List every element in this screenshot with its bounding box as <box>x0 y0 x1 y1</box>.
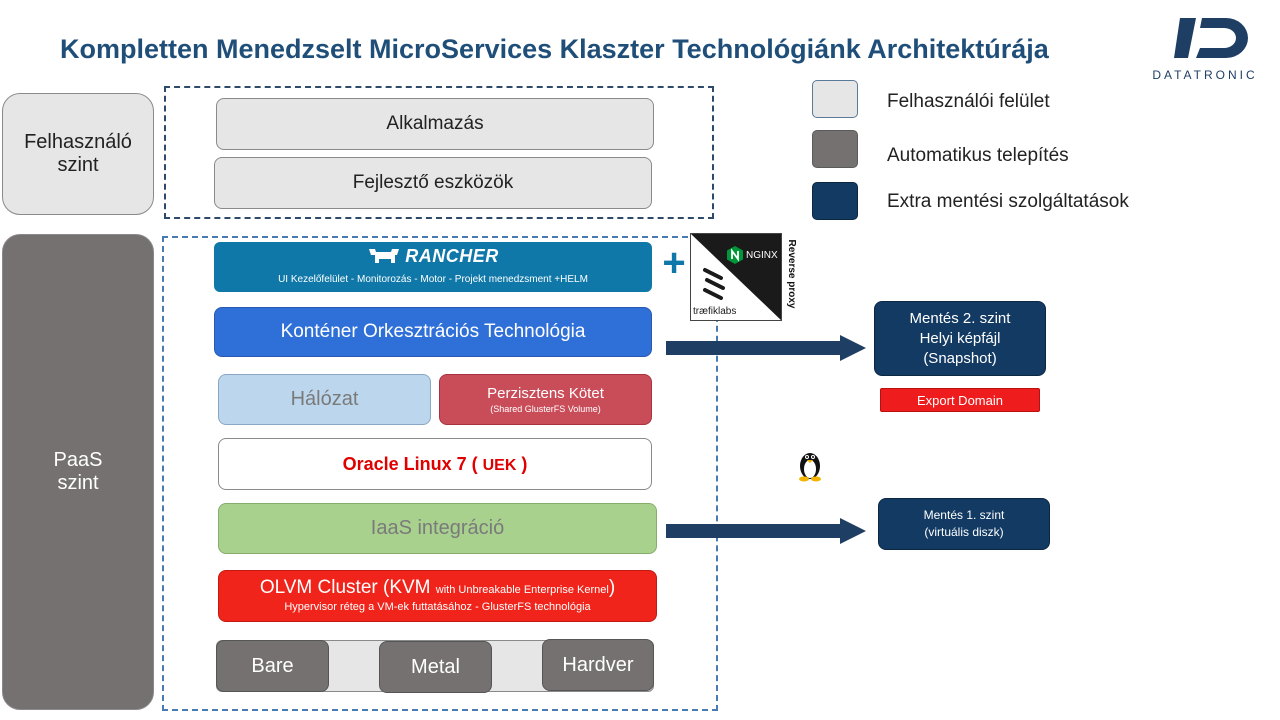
legend-swatch-ui <box>812 80 858 118</box>
olvm-main: OLVM Cluster (KVM <box>259 577 436 598</box>
backup-level1-box: Mentés 1. szint (virtuális diszk) <box>878 498 1050 550</box>
olvm-cluster-box: OLVM Cluster (KVM with Unbreakable Enter… <box>218 570 657 622</box>
rancher-logo: RANCHER <box>214 246 652 267</box>
proxy-box: NGINX træfiklabs <box>690 233 782 321</box>
backup2-line1: Mentés 2. szint <box>909 309 1011 327</box>
datatronic-logo: DATATRONIC <box>1140 14 1270 86</box>
persistent-volume-box: Perzisztens Kötet (Shared GlusterFS Volu… <box>439 374 652 425</box>
paas-level-box: PaaS szint <box>2 234 154 710</box>
export-domain-badge: Export Domain <box>880 388 1040 412</box>
plus-icon: + <box>662 241 686 285</box>
backup1-line2: (virtuális diszk) <box>924 525 1004 539</box>
application-box: Alkalmazás <box>216 98 654 150</box>
olvm-title: OLVM Cluster (KVM with Unbreakable Enter… <box>219 577 656 599</box>
olvm-close: ) <box>608 577 616 598</box>
legend-label-ui: Felhasználói felület <box>887 91 1050 112</box>
nginx-icon <box>727 246 743 264</box>
olvm-subtitle: Hypervisor réteg a VM-ek futtatásához - … <box>284 601 591 613</box>
olvm-small: with Unbreakable Enterprise Kernel <box>435 584 609 596</box>
backup-level2-box: Mentés 2. szint Helyi képfájl (Snapshot) <box>874 301 1046 376</box>
hardver-box: Hardver <box>542 639 654 691</box>
rancher-cow-icon <box>369 249 400 263</box>
oracle-uek: UEK <box>482 456 517 474</box>
rancher-subtitle: UI Kezelőfelület - Monitorozás - Motor -… <box>278 274 588 285</box>
rancher-box: RANCHER UI Kezelőfelület - Monitorozás -… <box>214 242 652 292</box>
container-orchestration-box: Konténer Orkesztrációs Technológia <box>214 307 652 357</box>
user-level-box: Felhasználó szint <box>2 93 154 215</box>
legend-label-auto: Automatikus telepítés <box>887 145 1069 166</box>
iaas-integration-box: IaaS integráció <box>218 503 657 554</box>
user-level-line1: Felhasználó <box>24 131 132 153</box>
backup2-line3: (Snapshot) <box>923 349 997 367</box>
metal-box: Metal <box>379 641 492 693</box>
traefik-icon <box>703 268 725 300</box>
page-title: Kompletten Menedzselt MicroServices Klas… <box>60 34 1049 64</box>
logo-text: DATATRONIC <box>1152 68 1258 82</box>
oracle-linux-main: Oracle Linux 7 ( <box>342 453 483 474</box>
oracle-close: ) <box>516 453 528 474</box>
oracle-linux-label: Oracle Linux 7 ( UEK ) <box>343 454 528 475</box>
network-box: Hálózat <box>218 374 431 425</box>
traefik-label: træfiklabs <box>693 306 737 317</box>
devtools-box: Fejlesztő eszközök <box>214 157 652 209</box>
persistent-volume-title: Perzisztens Kötet <box>487 385 604 402</box>
arrow-to-backup2-line <box>666 341 842 355</box>
paas-layer-container <box>162 236 718 711</box>
legend-label-backup: Extra mentési szolgáltatások <box>887 191 1129 212</box>
datatronic-logo-icon <box>1174 18 1248 58</box>
proxy-diagonal <box>691 234 781 320</box>
user-layer-container <box>164 86 714 219</box>
nginx-logo: NGINX <box>727 246 778 264</box>
arrow-to-backup1-head <box>840 518 866 544</box>
persistent-volume-subtitle: (Shared GlusterFS Volume) <box>490 404 601 414</box>
user-level-line2: szint <box>57 154 99 176</box>
paas-level-line1: PaaS <box>53 449 103 471</box>
tux-penguin-icon <box>799 453 821 482</box>
bare-box: Bare <box>216 640 329 692</box>
legend-swatch-backup <box>812 182 858 220</box>
backup2-line2: Helyi képfájl <box>919 329 1001 347</box>
backup1-line1: Mentés 1. szint <box>923 508 1005 522</box>
arrow-to-backup1-line <box>666 524 842 538</box>
oracle-linux-box: Oracle Linux 7 ( UEK ) <box>218 438 821 490</box>
nginx-label: NGINX <box>746 249 778 261</box>
reverse-proxy-label: Reverse proxy <box>786 239 797 309</box>
rancher-logo-text: RANCHER <box>405 246 499 266</box>
arrow-to-backup2-head <box>840 335 866 361</box>
legend-swatch-auto <box>812 130 858 168</box>
paas-level-line2: szint <box>57 472 99 494</box>
